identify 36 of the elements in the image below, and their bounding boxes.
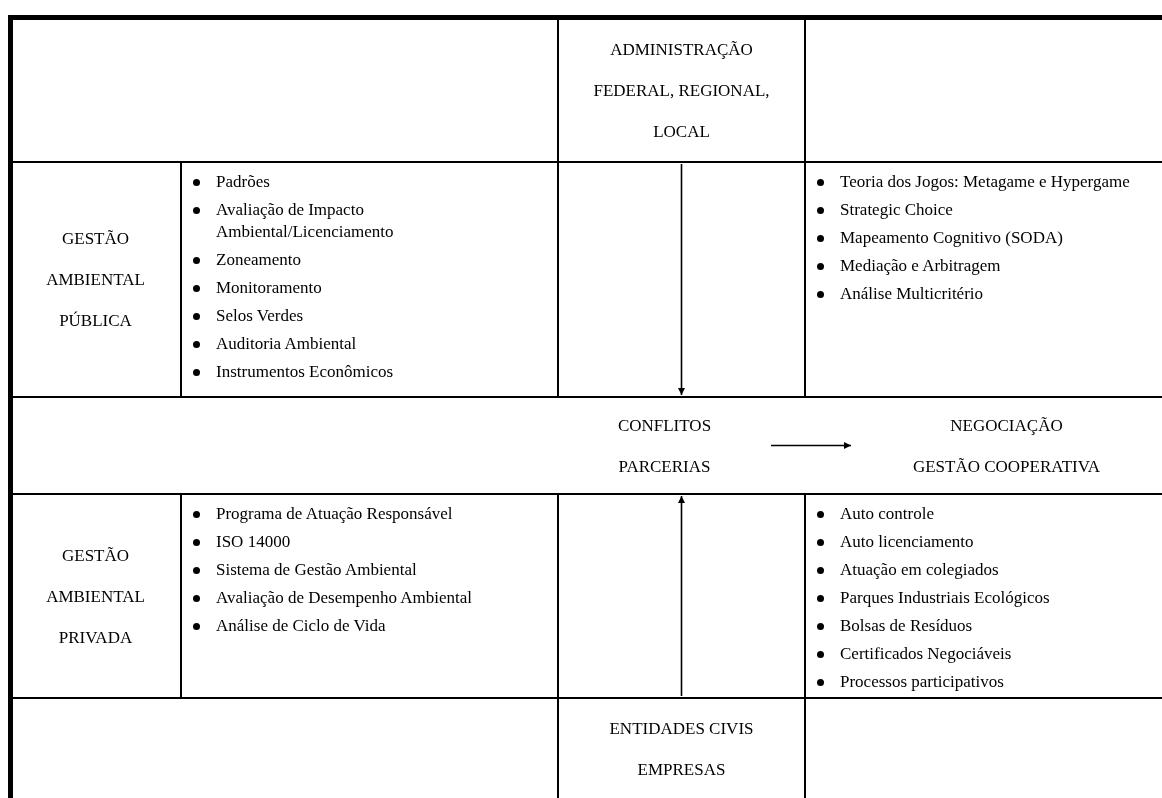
list-item: Monitoramento	[216, 277, 322, 299]
arrow	[770, 442, 852, 449]
list-item: Análise Multicritério	[840, 283, 984, 305]
list-item: Avaliação de Desempenho Ambiental	[216, 587, 472, 609]
list-item: Zoneamento	[216, 249, 301, 271]
list-item: Selos Verdes	[216, 305, 304, 327]
header-text: GESTÃO COOPERATIVA	[912, 455, 1101, 478]
list-item: Análise de Ciclo de Vida	[216, 615, 386, 637]
arrow	[678, 163, 685, 396]
category-label: GESTÃO AMBIENTAL PRIVADA	[45, 544, 146, 649]
header-text: ADMINISTRAÇÃO FEDERAL, REGIONAL, LOCAL	[592, 38, 771, 143]
list-item: Avaliação de Impacto Ambiental/Licenciamento	[216, 199, 395, 243]
list-item: Programa de Atuação Responsável	[216, 503, 453, 525]
header-text: CONFLITOS	[617, 414, 712, 437]
header-text: ENTIDADES CIVIS	[609, 718, 754, 740]
list-item: Strategic Choice	[840, 199, 953, 221]
list-item: Padrões	[216, 171, 270, 193]
list-item: ISO 14000	[216, 531, 291, 553]
list-item: Bolsas de Resíduos	[840, 615, 973, 637]
list-item: Sistema de Gestão Ambiental	[216, 559, 417, 581]
list-item: Auditoria Ambiental	[216, 333, 357, 355]
header-text: PARCERIAS	[618, 455, 711, 478]
list-item: Processos participativos	[840, 671, 1004, 693]
arrow	[678, 495, 685, 697]
header-text: EMPRESAS	[637, 759, 726, 781]
list-item: Teoria dos Jogos: Metagame e Hypergame	[840, 171, 1130, 193]
list-item: Mediação e Arbitragem	[840, 255, 1001, 277]
list-item: Auto licenciamento	[840, 531, 974, 553]
category-label: GESTÃO AMBIENTAL PÚBLICA	[45, 228, 146, 332]
list-item: Atuação em colegiados	[840, 559, 999, 581]
list-item: Instrumentos Econômicos	[216, 361, 394, 383]
list-item: Certificados Negociáveis	[840, 643, 1012, 665]
list-item: Parques Industriais Ecológicos	[840, 587, 1050, 609]
header-text: NEGOCIAÇÃO	[950, 414, 1063, 437]
list-item: Mapeamento Cognitivo (SODA)	[840, 227, 1063, 249]
list-item: Auto controle	[840, 503, 934, 525]
